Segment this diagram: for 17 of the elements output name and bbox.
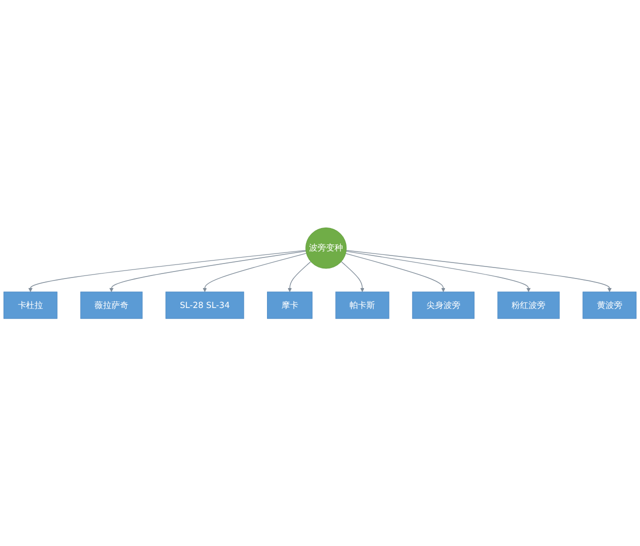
node-box: 帕卡斯 xyxy=(335,291,390,319)
node-box: 粉红波旁 xyxy=(497,291,560,319)
node-box: 黄波旁 xyxy=(582,291,636,319)
node-box: 摩卡 xyxy=(267,291,312,319)
node-box: 卡杜拉 xyxy=(4,291,58,319)
arrow xyxy=(28,250,306,292)
node-box: 薇拉萨奇 xyxy=(80,291,143,319)
node-box: SL-28 SL-34 xyxy=(166,291,244,319)
arrow xyxy=(202,252,307,292)
arrow xyxy=(109,250,306,292)
arrow xyxy=(340,261,364,292)
arrow xyxy=(288,261,312,292)
arrow xyxy=(346,250,531,292)
arrow xyxy=(346,250,612,292)
arrow xyxy=(345,252,446,292)
node-box: 尖身波旁 xyxy=(412,291,474,319)
node-circle: 波旁变种 xyxy=(305,227,347,269)
